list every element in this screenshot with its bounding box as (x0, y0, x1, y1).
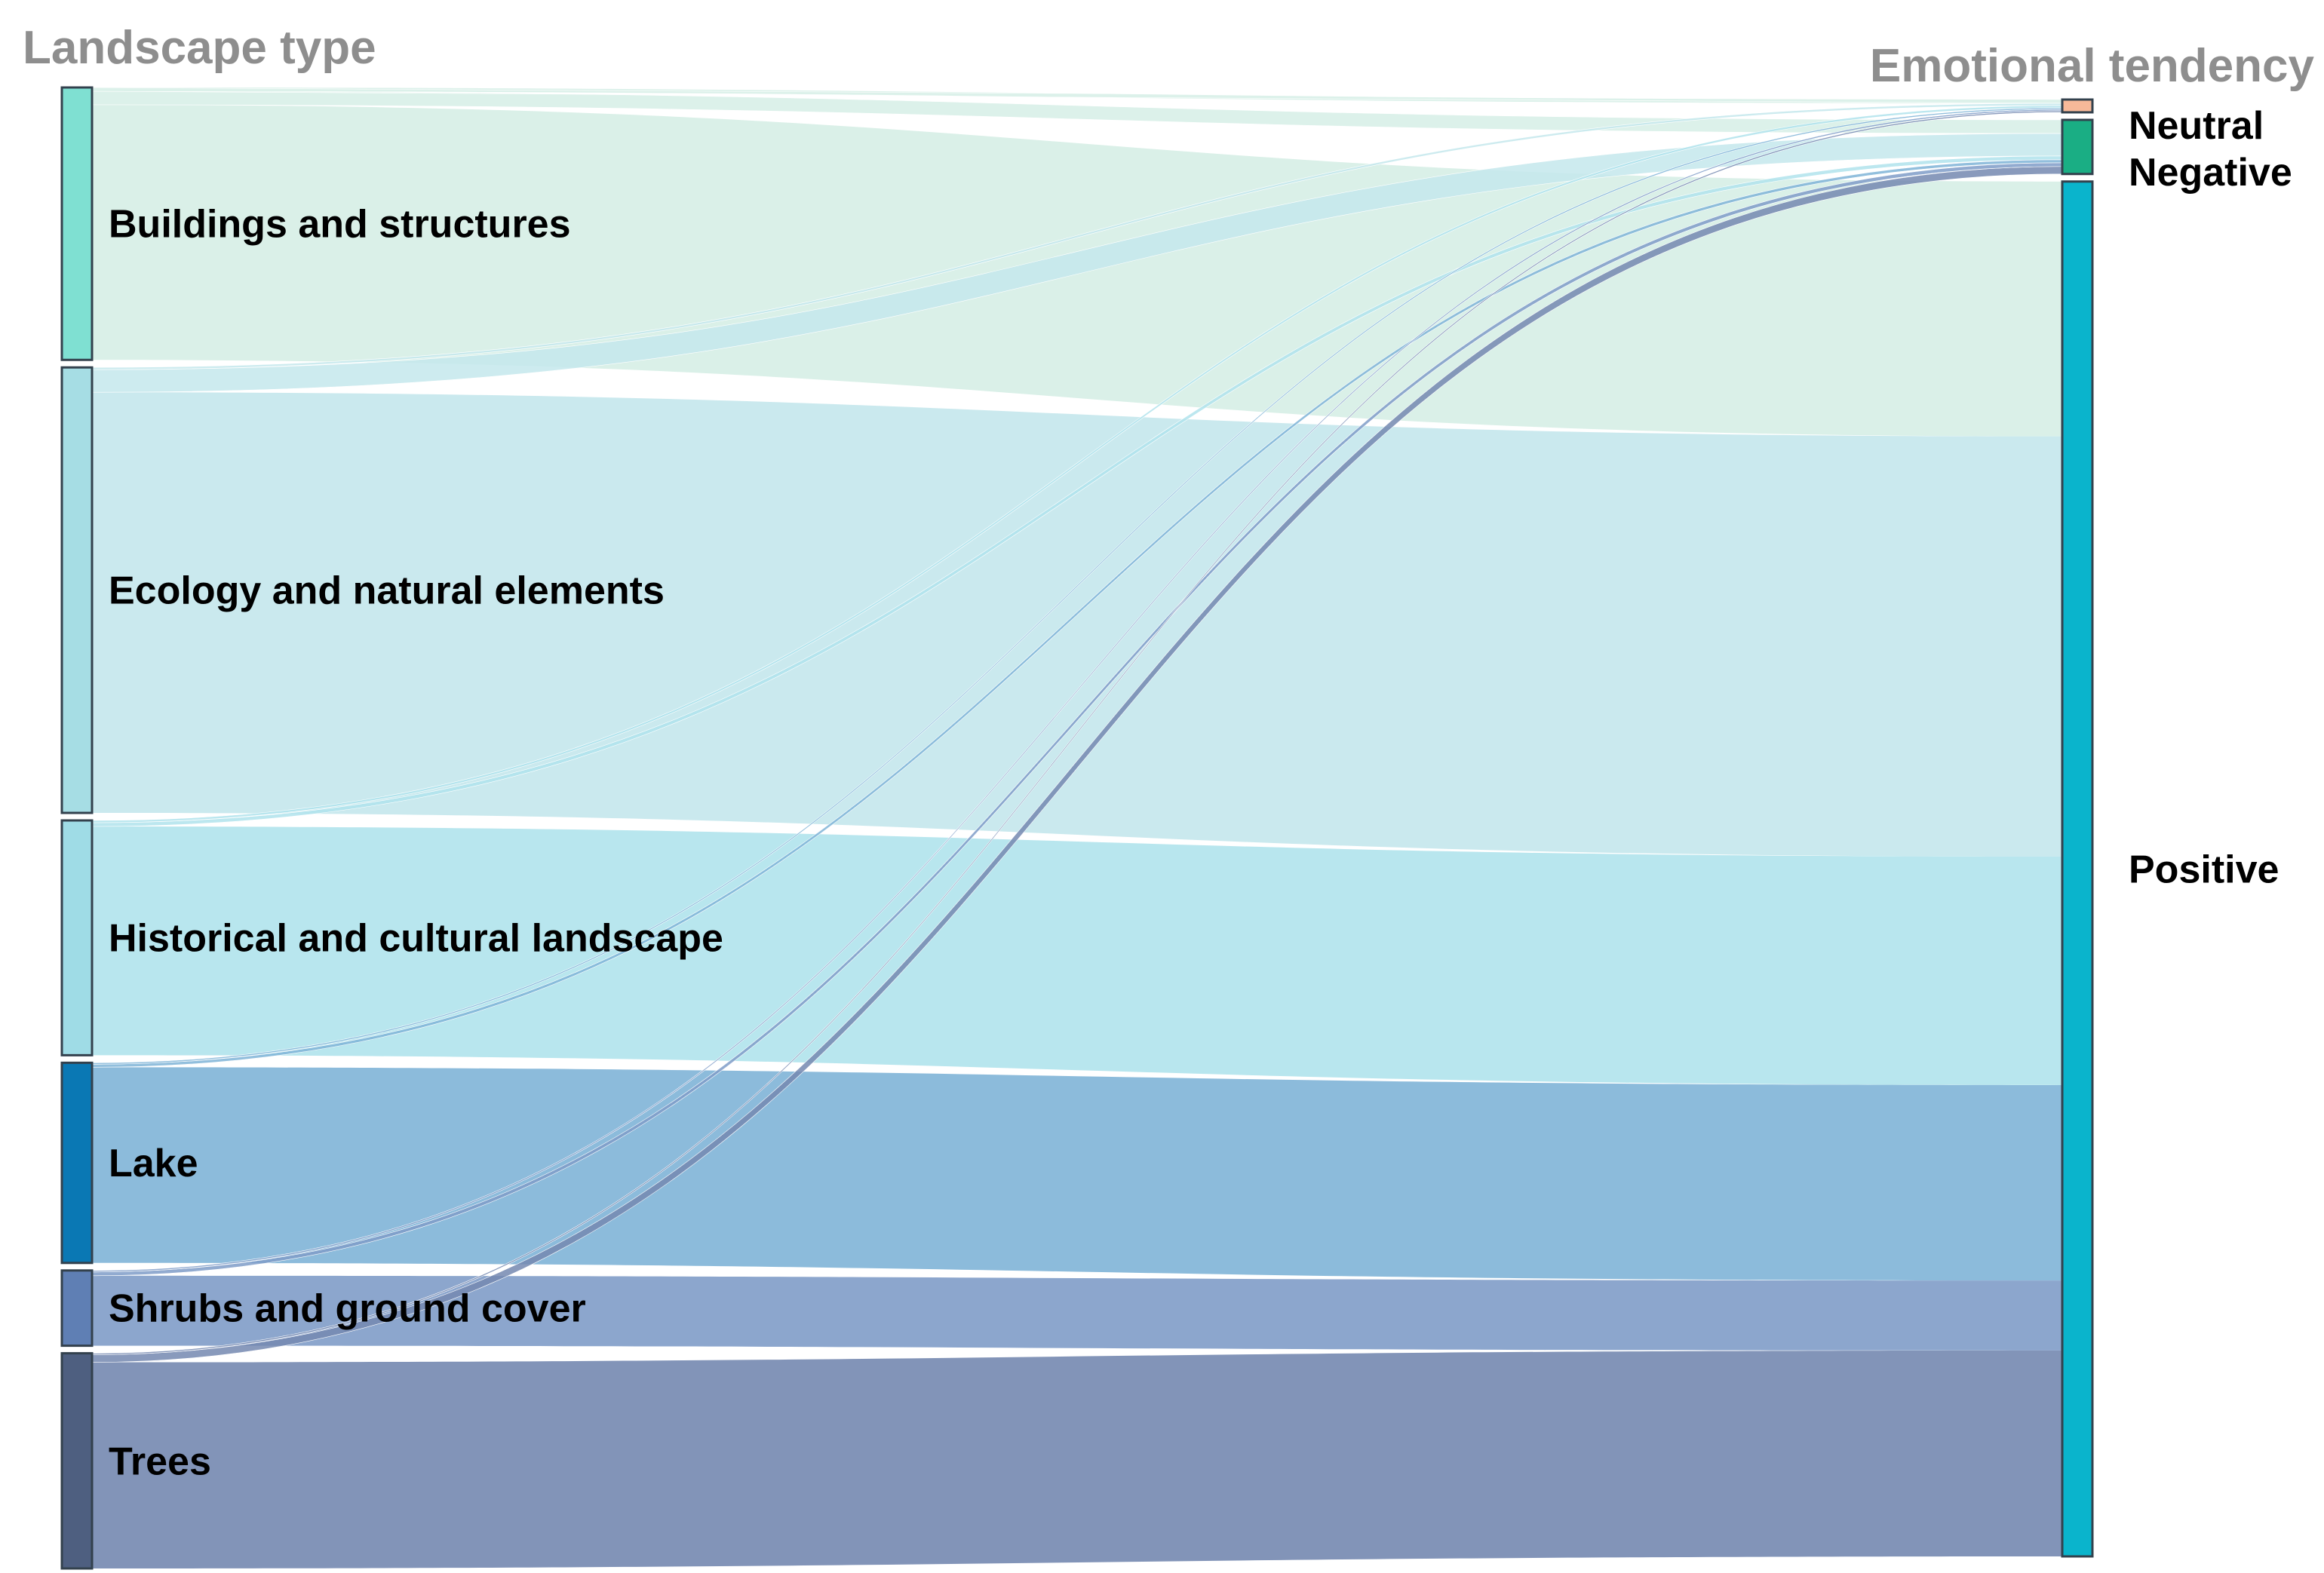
target-node-neutral[interactable] (2061, 98, 2094, 114)
source-label-ecology: Ecology and natural elements (109, 569, 665, 613)
source-node-ecology[interactable] (60, 366, 94, 814)
target-node-positive[interactable] (2061, 180, 2094, 1558)
left-column-title: Landscape type (23, 22, 376, 74)
target-label-positive: Positive (2129, 848, 2279, 891)
source-label-historical: Historical and cultural landscape (109, 917, 723, 961)
source-label-buildings: Buildings and structures (109, 203, 571, 247)
source-node-lake[interactable] (60, 1061, 94, 1265)
source-node-historical[interactable] (60, 819, 94, 1056)
source-label-trees: Trees (109, 1440, 211, 1483)
flow-ecology-to-positive (92, 392, 2062, 857)
source-node-buildings[interactable] (60, 86, 94, 361)
right-column-title: Emotional tendency (1870, 40, 2315, 92)
flow-historical-to-positive (92, 826, 2062, 1085)
flow-trees-to-positive (92, 1350, 2062, 1568)
target-label-neutral: Neutral (2129, 104, 2264, 148)
source-label-lake: Lake (109, 1142, 198, 1185)
source-node-trees[interactable] (60, 1352, 94, 1570)
target-node-negative[interactable] (2061, 118, 2094, 176)
flow-shrubs-to-positive (92, 1275, 2062, 1351)
source-node-shrubs[interactable] (60, 1269, 94, 1348)
target-label-negative: Negative (2129, 151, 2292, 195)
flow-lake-to-positive (92, 1067, 2062, 1281)
source-label-shrubs: Shrubs and ground cover (109, 1287, 586, 1331)
node-layer (60, 86, 2094, 1570)
flow-layer (91, 87, 2063, 1568)
